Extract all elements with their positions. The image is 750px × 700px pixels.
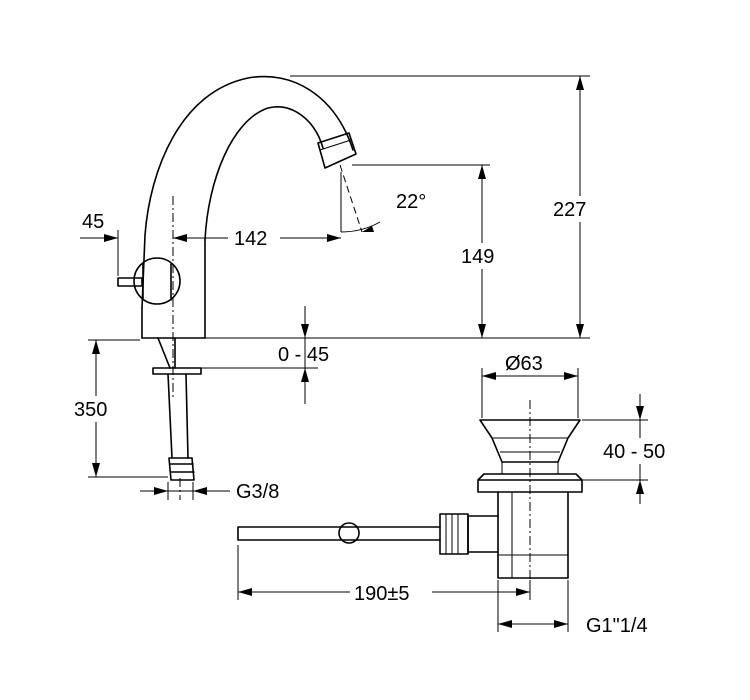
label-spout-height: 149 (461, 246, 494, 268)
label-hose-length: 350 (74, 399, 107, 421)
label-spout-angle: 22° (396, 191, 426, 213)
faucet-body (141, 239, 206, 339)
lift-rod (237, 526, 441, 541)
mounting-plate (152, 367, 202, 375)
label-deck-thickness: 0 - 45 (278, 344, 329, 366)
dimension-labels: 227 149 142 45 22° 0 - 45 350 G3/8 Ø63 4… (70, 191, 684, 637)
waste-nut (477, 473, 583, 493)
handle-knob (133, 257, 181, 305)
label-waste-diameter: Ø63 (505, 353, 543, 375)
label-rod-length: 190±5 (354, 583, 409, 605)
ball-joint (338, 522, 360, 544)
spout-inner (204, 106, 324, 241)
mixer-faucet (117, 75, 363, 500)
shank (157, 337, 176, 369)
label-handle-offset: 45 (82, 211, 104, 233)
pop-up-waste (237, 400, 583, 600)
spout-aerator (317, 132, 357, 169)
waste-side-port (467, 515, 499, 553)
label-height-total: 227 (553, 199, 586, 221)
hose (167, 373, 189, 459)
rod-nut (439, 513, 469, 555)
label-waste-thread: G1"1/4 (586, 615, 648, 637)
label-hose-thread: G3/8 (236, 481, 279, 503)
spout-outer (141, 75, 354, 309)
hose-nut (168, 457, 195, 481)
label-reach: 142 (234, 228, 267, 250)
label-waste-range: 40 - 50 (603, 441, 665, 463)
lever (117, 277, 143, 287)
waste-body (497, 491, 569, 579)
